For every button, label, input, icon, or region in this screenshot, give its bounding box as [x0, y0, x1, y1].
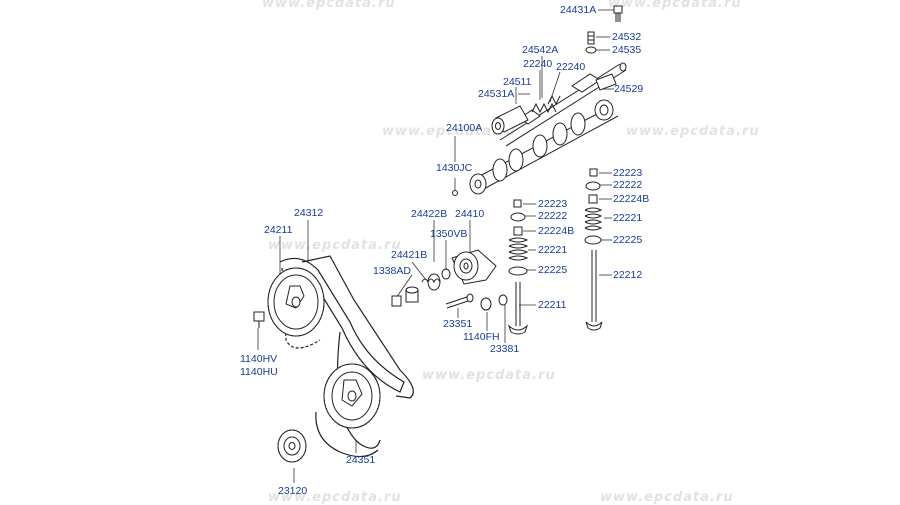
part-label-22212[interactable]: 22212	[613, 269, 643, 281]
washer-1350VB	[441, 268, 451, 280]
part-label-24529[interactable]: 24529	[614, 83, 644, 95]
part-label-1350VB[interactable]: 1350VB	[430, 228, 468, 240]
sleeve-24422B	[405, 286, 419, 303]
camshaft	[469, 99, 619, 195]
part-label-24211[interactable]: 24211	[264, 224, 293, 236]
part-label-22225[interactable]: 22225	[538, 264, 568, 276]
cam-sprocket-24211	[267, 267, 325, 337]
part-label-1140HU[interactable]: 1140HU	[240, 366, 278, 378]
watermark: www.epcdata.ru	[608, 0, 742, 11]
rocker-bolt-24431A	[613, 5, 623, 22]
part-label-22221[interactable]: 22221	[613, 212, 643, 224]
rocker-shaft-assembly	[491, 62, 627, 147]
part-label-1430JC[interactable]: 1430JC	[436, 162, 473, 174]
part-label-22240[interactable]: 22240	[523, 58, 553, 70]
watermark: www.epcdata.ru	[422, 368, 556, 383]
part-label-22211[interactable]: 22211	[538, 299, 567, 311]
watermark: www.epcdata.ru	[382, 124, 516, 139]
part-label-24422B[interactable]: 24422B	[411, 208, 448, 220]
idler-pulley-24351	[323, 363, 381, 429]
belt-tensioner	[451, 249, 497, 285]
part-label-22223[interactable]: 22223	[613, 167, 643, 179]
valve-assembly-left	[507, 199, 529, 335]
part-label-24431A[interactable]: 24431A	[560, 4, 597, 16]
part-label-22224B[interactable]: 22224B	[613, 193, 650, 205]
part-label-24511[interactable]: 24511	[503, 76, 532, 88]
bolt-23351	[445, 293, 474, 309]
watermark: www.epcdata.ru	[268, 238, 402, 253]
nut-24535	[585, 46, 597, 54]
bolt-1140FH	[480, 297, 492, 311]
leader-lines	[257, 9, 614, 483]
part-label-22240[interactable]: 22240	[556, 61, 586, 73]
part-label-24421B[interactable]: 24421B	[391, 249, 428, 261]
watermark: www.epcdata.ru	[626, 124, 760, 139]
part-label-23351[interactable]: 23351	[443, 318, 473, 330]
part-label-24531A[interactable]: 24531A	[478, 88, 515, 100]
part-label-1140HV[interactable]: 1140HV	[240, 353, 278, 365]
valve-assembly-right	[584, 168, 603, 331]
part-label-22225[interactable]: 22225	[613, 234, 643, 246]
part-label-22223[interactable]: 22223	[538, 198, 568, 210]
dowel-pin-1430JC	[452, 190, 458, 196]
part-label-22222[interactable]: 22222	[538, 210, 568, 222]
tensioner-spring-24421B	[421, 273, 441, 291]
part-label-24532[interactable]: 24532	[612, 31, 642, 43]
part-label-23120[interactable]: 23120	[278, 485, 308, 497]
sprocket-bolt-1140HV	[253, 311, 265, 328]
part-label-24100A[interactable]: 24100A	[446, 122, 483, 134]
part-label-24351[interactable]: 24351	[346, 454, 376, 466]
part-label-24410[interactable]: 24410	[455, 208, 485, 220]
watermark: www.epcdata.ru	[262, 0, 396, 11]
part-label-23381[interactable]: 23381	[490, 343, 520, 355]
bolt-1338AD	[391, 295, 402, 307]
adjust-screw-24532	[587, 31, 595, 45]
part-label-22224B[interactable]: 22224B	[538, 225, 575, 237]
part-label-1140FH[interactable]: 1140FH	[463, 331, 500, 343]
part-label-24312[interactable]: 24312	[294, 207, 324, 219]
part-label-22222[interactable]: 22222	[613, 179, 643, 191]
part-label-1338AD[interactable]: 1338AD	[373, 265, 411, 277]
part-label-24542A[interactable]: 24542A	[522, 44, 559, 56]
part-label-24535[interactable]: 24535	[612, 44, 642, 56]
washer-23381	[498, 294, 508, 306]
crank-sprocket-23120	[277, 429, 307, 463]
part-label-22221[interactable]: 22221	[538, 244, 568, 256]
